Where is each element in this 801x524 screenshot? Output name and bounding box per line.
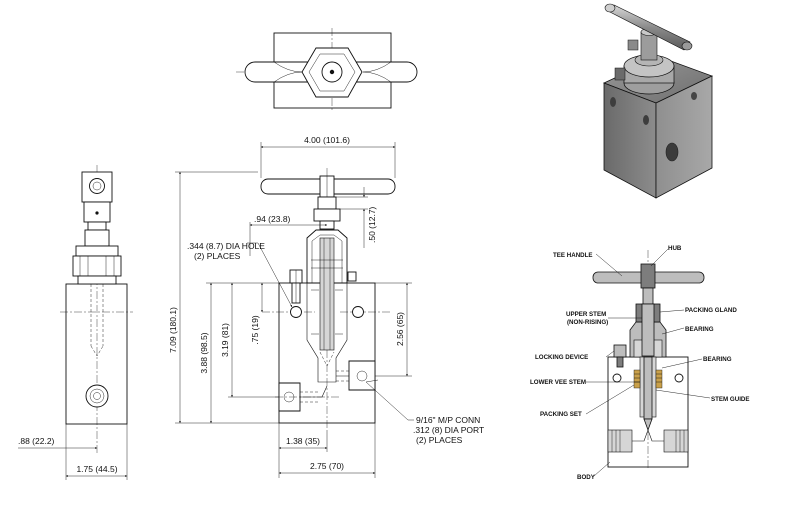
dim-port-dia: .312 (8) DIA PORT	[413, 425, 484, 435]
label-bearing-lower: BEARING	[703, 356, 732, 363]
label-lower-vee-stem: LOWER VEE STEM	[530, 379, 586, 386]
front-view	[175, 142, 414, 478]
label-upper-stem: UPPER STEM	[566, 311, 606, 318]
dim-right-height: 2.56 (65)	[395, 312, 405, 346]
dim-side-offset: .88 (22.2)	[18, 436, 55, 446]
dim-mount-hole: .344 (8.7) DIA HOLE	[187, 241, 265, 251]
label-packing-set: PACKING SET	[540, 411, 582, 418]
dim-side-width: 1.75 (44.5)	[76, 464, 117, 474]
dim-stem-offset: .94 (23.8)	[254, 214, 291, 224]
label-packing-gland: PACKING GLAND	[685, 307, 737, 314]
dim-body-height: 3.88 (98.5)	[199, 332, 209, 373]
label-stem-guide: STEM GUIDE	[711, 396, 750, 403]
label-locking-device: LOCKING DEVICE	[535, 354, 588, 361]
dim-overall-height: 7.09 (180.1)	[168, 307, 178, 353]
label-bearing-upper: BEARING	[685, 326, 714, 333]
label-body: BODY	[577, 474, 596, 481]
dim-handle-width: 4.00 (101.6)	[304, 135, 350, 145]
dim-port-count: (2) PLACES	[416, 435, 463, 445]
dim-mount-hole-count: (2) PLACES	[194, 251, 241, 261]
dim-body-width: 2.75 (70)	[310, 461, 344, 471]
side-view	[18, 165, 133, 480]
label-tee-handle: TEE HANDLE	[553, 252, 593, 259]
dim-port-height: 3.19 (81)	[220, 323, 230, 357]
top-view	[236, 28, 418, 112]
section-view	[585, 248, 711, 477]
dim-hub-height: .50 (12.7)	[367, 206, 377, 243]
dim-hole-offset: .75 (19)	[250, 315, 260, 344]
dim-port-from-left: 1.38 (35)	[286, 436, 320, 446]
isometric-view	[602, 3, 714, 199]
dim-port-conn: 9/16" M/P CONN	[416, 415, 480, 425]
label-hub: HUB	[668, 245, 682, 252]
label-upper-stem-note: (NON-RISING)	[567, 319, 608, 326]
